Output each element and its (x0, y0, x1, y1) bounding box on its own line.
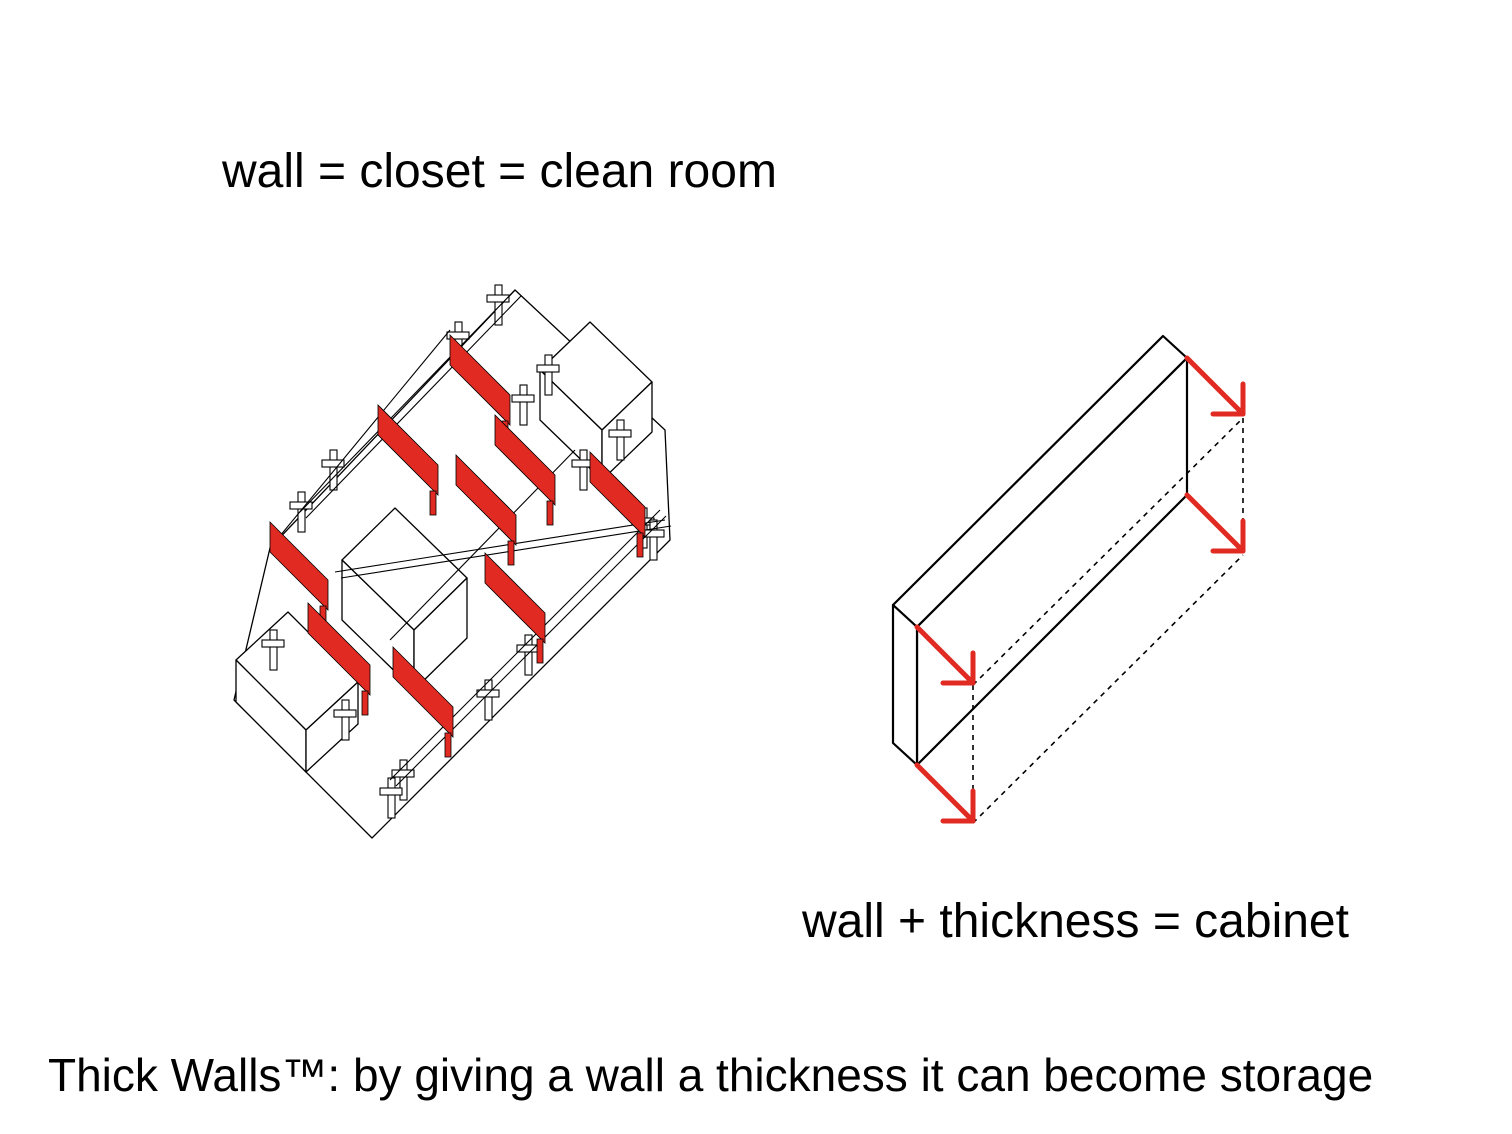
rail-extra-1 (269, 329, 451, 549)
post-16 (616, 419, 625, 461)
caption-top: wall = closet = clean room (222, 145, 777, 198)
post-8 (649, 519, 658, 561)
post-crossbar-12 (379, 787, 403, 796)
rail-3-b (395, 515, 667, 787)
post-11 (399, 759, 408, 801)
post-crossbar-11 (391, 769, 415, 778)
red-wall-panel-9 (392, 646, 454, 738)
post-10 (484, 679, 493, 721)
red-wall-leg-9 (444, 732, 452, 758)
red-wall-panel-4 (455, 454, 517, 546)
post-crossbar-3 (321, 459, 345, 468)
post-crossbar-5 (511, 394, 535, 403)
red-wall-leg-5 (636, 532, 644, 558)
post-1 (494, 284, 503, 326)
arrow-shaft-2 (1184, 492, 1246, 554)
posts-group (261, 284, 665, 819)
post-crossbar-15 (536, 364, 560, 373)
caption-right: wall + thickness = cabinet (802, 895, 1349, 948)
red-wall-panel-5 (589, 451, 646, 538)
caption-bottom: Thick Walls™: by giving a wall a thickne… (48, 1049, 1374, 1101)
post-crossbar-16 (608, 429, 632, 438)
red-wall-leg-8 (361, 690, 369, 716)
post-6 (579, 449, 588, 491)
rail-1-b (305, 295, 522, 519)
arrow-shaft-1 (1184, 355, 1246, 417)
arrow-head-1 (1210, 381, 1246, 417)
thickness-arrows-group (914, 355, 1246, 824)
red-wall-leg-3 (546, 500, 554, 526)
post-15 (544, 354, 553, 396)
red-wall-leg-2 (429, 490, 437, 516)
post-9 (524, 634, 533, 676)
red-wall-leg-7 (536, 638, 544, 664)
rail-1-a (299, 289, 516, 513)
post-5 (519, 384, 528, 426)
rail-2-a (334, 519, 666, 573)
post-13 (341, 699, 350, 741)
red-wall-panel-3 (494, 414, 556, 506)
arrow-head-4 (940, 788, 976, 824)
red-wall-panel-7 (484, 552, 546, 644)
post-crossbar-2 (446, 331, 470, 340)
arrow-shaft-4 (914, 762, 976, 824)
red-wall-panel-6 (269, 521, 329, 611)
arrow-head-2 (1210, 518, 1246, 554)
arrow-head-3 (940, 650, 976, 686)
red-wall-panel-2 (377, 404, 439, 496)
rails-group (269, 289, 672, 787)
red-wall-panel-1 (449, 334, 511, 426)
red-wall-leg-4 (507, 540, 515, 566)
rail-2-b (340, 525, 672, 579)
post-crossbar-1 (486, 294, 510, 303)
red-walls-group (269, 334, 646, 758)
post-crossbar-13 (333, 709, 357, 718)
post-4 (297, 491, 306, 533)
red-wall-panel-8 (307, 602, 371, 696)
arrow-shaft-3 (914, 624, 976, 686)
rail-3-a (389, 509, 661, 781)
post-14 (269, 629, 278, 671)
cabinet-side-face (891, 603, 919, 767)
post-crossbar-14 (261, 639, 285, 648)
post-crossbar-4 (289, 501, 313, 510)
